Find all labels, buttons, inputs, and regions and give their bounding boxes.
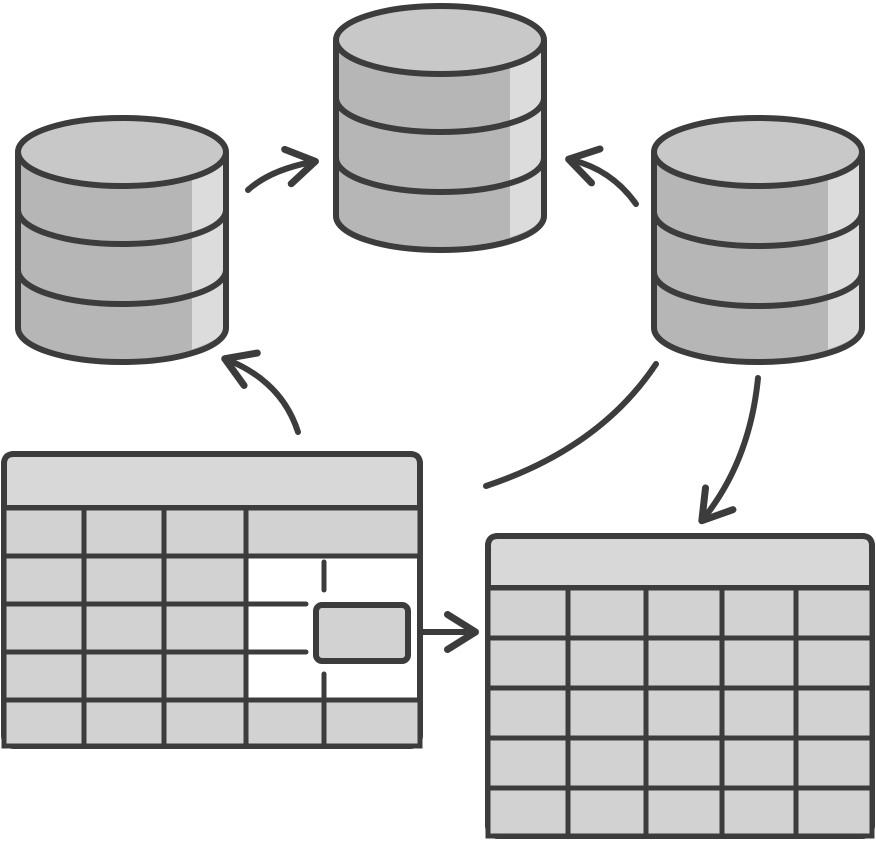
- table-cell: [793, 585, 875, 641]
- arrow-db-right-to-db-top: [565, 145, 639, 207]
- database-top-icon: [333, 3, 547, 253]
- table-cell: [161, 649, 249, 703]
- cylinder-outline: [651, 152, 865, 365]
- arrow-db-right-to-table-target: [698, 375, 761, 525]
- table-cell: [565, 785, 649, 839]
- table-target-icon: [485, 533, 875, 839]
- cylinder-band: [651, 271, 865, 309]
- table-cell: [81, 649, 167, 703]
- table-cell: [321, 697, 423, 749]
- table-cell: [161, 601, 249, 655]
- table-cell: [81, 553, 167, 607]
- table-cell: [719, 735, 799, 791]
- cylinder-top: [651, 115, 865, 189]
- table-cell: [793, 785, 875, 839]
- extracted-record-box: [313, 602, 411, 664]
- table-cell: [793, 685, 875, 741]
- table-cell: [485, 735, 571, 791]
- table-cell: [81, 601, 167, 655]
- cylinder-outline: [15, 152, 229, 365]
- cylinder-highlight: [828, 152, 862, 350]
- table-cell: [485, 685, 571, 741]
- table-cell: [1, 553, 87, 607]
- table-cell: [719, 635, 799, 691]
- cylinder-band: [15, 209, 229, 247]
- cylinder-top: [15, 115, 229, 189]
- cylinder-highlight: [192, 152, 226, 350]
- cylinder-highlight: [510, 40, 544, 238]
- cylinder-band: [333, 97, 547, 135]
- table-cell: [643, 735, 725, 791]
- table-cell: [565, 585, 649, 641]
- arrow-db-left-to-db-top: [245, 145, 319, 193]
- table-cell: [161, 505, 249, 559]
- table-cell: [161, 697, 249, 749]
- table-source-icon: [1, 451, 423, 749]
- table-cell: [1, 505, 87, 559]
- table-cell: [565, 635, 649, 691]
- table-cell: [793, 635, 875, 691]
- table-cell: [565, 685, 649, 741]
- connector-db-right-to-table-source: [483, 361, 659, 489]
- table-cell: [565, 735, 649, 791]
- cylinder-band: [651, 211, 865, 249]
- database-left-icon: [15, 115, 229, 365]
- table-cell: [1, 697, 87, 749]
- cylinder-band: [333, 157, 547, 195]
- table-cell: [485, 585, 571, 641]
- cylinder-body: [336, 40, 544, 250]
- table-cell: [719, 585, 799, 641]
- table-cell: [81, 505, 167, 559]
- table-cell: [719, 685, 799, 741]
- table-cell: [161, 553, 249, 607]
- table-cell: [793, 735, 875, 791]
- table-cell: [719, 785, 799, 839]
- table-cell: [1, 649, 87, 703]
- table-cell: [485, 785, 571, 839]
- table-cell: [643, 685, 725, 741]
- cylinder-band: [15, 269, 229, 307]
- table-cell: [1, 601, 87, 655]
- table-cell: [485, 635, 571, 691]
- arrow-table-source-to-db-left: [221, 349, 301, 435]
- cylinder-top: [333, 3, 547, 77]
- cylinder-outline: [333, 40, 547, 253]
- table-cell: [643, 635, 725, 691]
- table-target-header: [485, 533, 875, 591]
- table-source-header: [1, 451, 423, 511]
- table-cell: [643, 785, 725, 839]
- cylinder-body: [654, 152, 862, 362]
- cylinder-body: [18, 152, 226, 362]
- database-right-icon: [651, 115, 865, 365]
- table-cell: [243, 697, 327, 749]
- table-cell: [243, 505, 423, 559]
- table-cell: [81, 697, 167, 749]
- table-cell: [643, 585, 725, 641]
